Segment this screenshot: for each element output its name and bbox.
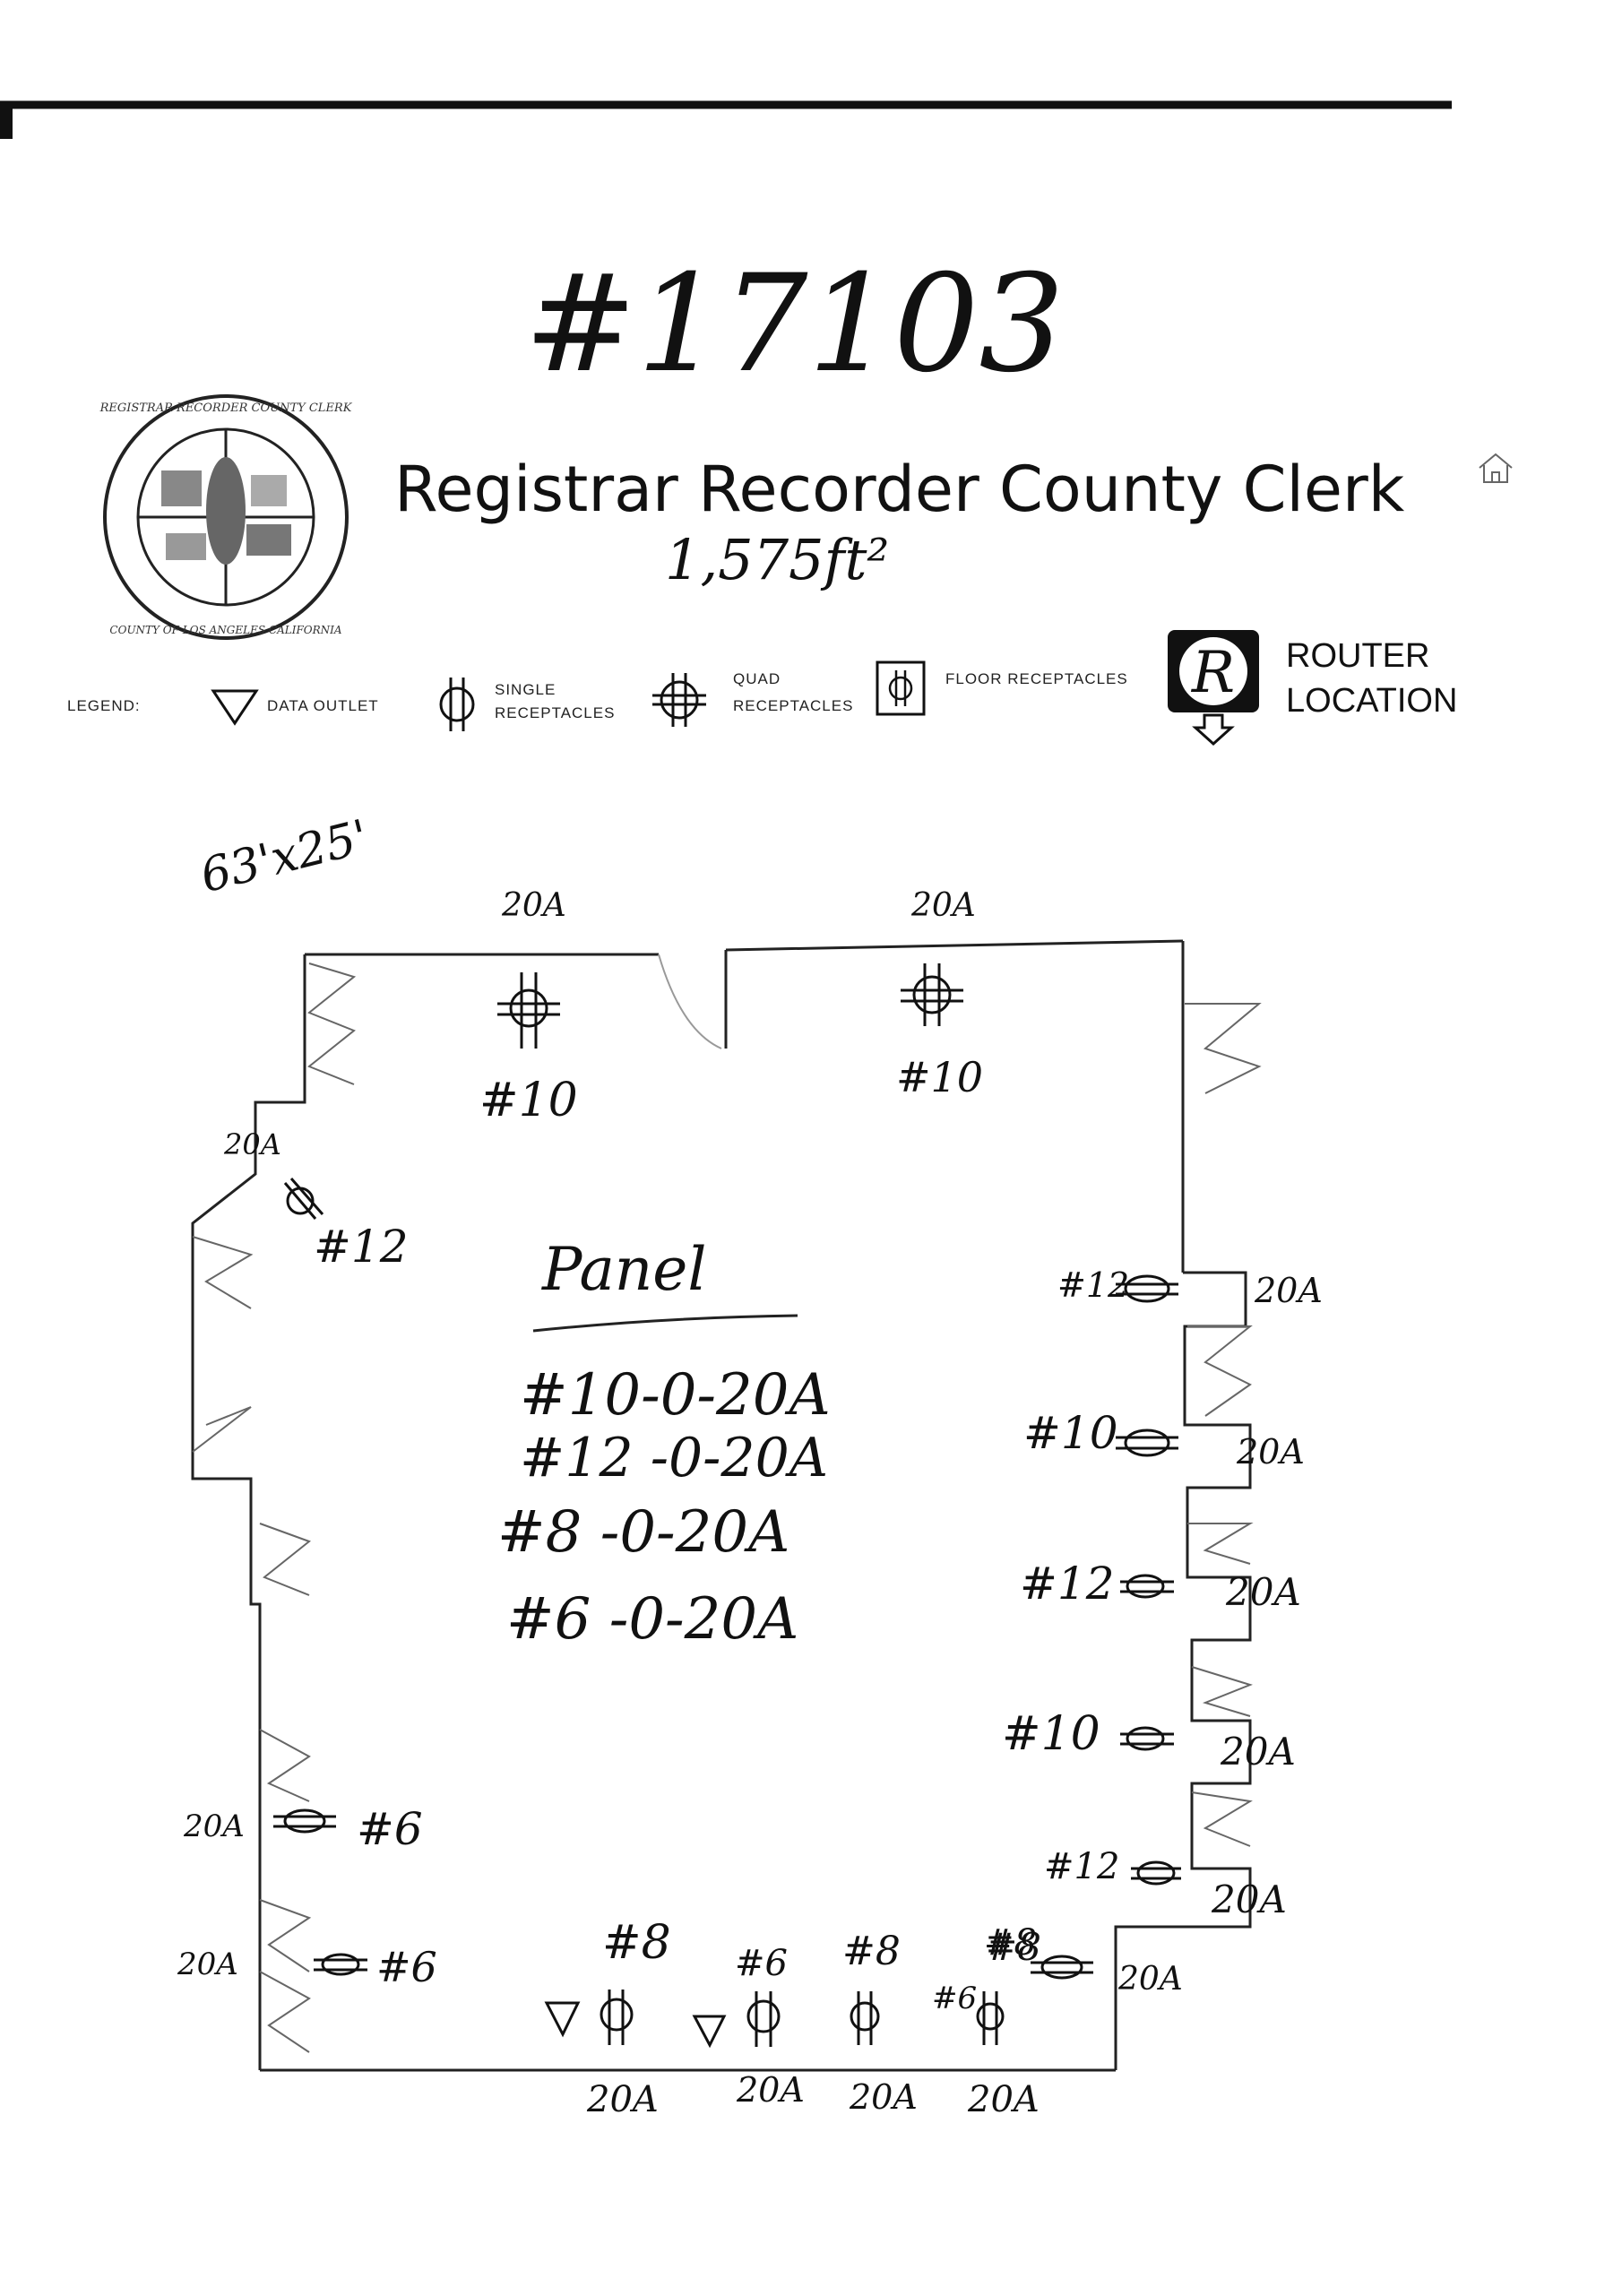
- right-amp-3: 20A: [1226, 1570, 1301, 1614]
- left-lower-amp-1: 20A: [184, 1808, 245, 1844]
- floor-receptacle-legend-icon: [876, 660, 926, 716]
- right-amp-1: 20A: [1255, 1271, 1323, 1310]
- left-lower-num-2: #6: [376, 1943, 437, 1991]
- bottom-amp-4: 20A: [968, 2079, 1040, 2120]
- router-letter: R: [1191, 640, 1235, 706]
- left-lower-receptacles: [273, 1808, 367, 1976]
- left-lower-num-1: #6: [357, 1803, 423, 1855]
- county-seal-logo: REGISTRAR RECORDER COUNTY CLERK COUNTY O…: [99, 394, 353, 640]
- seal-text-top: REGISTRAR RECORDER COUNTY CLERK: [99, 401, 353, 415]
- right-num-5: #12: [1044, 1846, 1120, 1887]
- quad-receptacle-top-right: [901, 963, 963, 1026]
- top-amp-left: 20A: [502, 887, 566, 924]
- quad-receptacle-top-left: [497, 972, 560, 1049]
- right-num-2: #10: [1023, 1407, 1118, 1459]
- page-title: Registrar Recorder County Clerk: [394, 453, 1405, 526]
- panel-line-3: #8 -0-20A: [497, 1499, 790, 1566]
- document-number: #17103: [524, 246, 1065, 402]
- right-num-3: #12: [1020, 1558, 1115, 1610]
- legend-quad-line2: RECEPTACLES: [733, 697, 854, 714]
- receptacle-left-upper: [283, 1178, 324, 1220]
- right-num-4: #10: [1002, 1707, 1100, 1761]
- legend-label: LEGEND:: [67, 697, 141, 714]
- legend-floor: FLOOR RECEPTACLES: [945, 670, 1128, 687]
- bottom-num-5: #6: [932, 1981, 978, 2016]
- legend-single-line1: SINGLE: [495, 681, 556, 698]
- right-amp-4: 20A: [1221, 1730, 1296, 1774]
- right-amp-5: 20A: [1212, 1877, 1287, 1921]
- panel-line-2: #12 -0-20A: [520, 1427, 829, 1489]
- right-amp-2: 20A: [1237, 1432, 1305, 1472]
- router-location-legend-icon: R: [1168, 630, 1259, 747]
- right-side-receptacles: [1031, 1274, 1181, 1980]
- area-label: 1,575ft²: [665, 527, 890, 592]
- right-num-6: #8: [986, 1925, 1041, 1969]
- bottom-amp-1: 20A: [587, 2079, 659, 2120]
- left-upper-amp: 20A: [224, 1127, 281, 1161]
- single-receptacle-legend-icon: [439, 678, 475, 731]
- bottom-num-1: #8: [602, 1916, 671, 1970]
- legend-single-line2: RECEPTACLES: [495, 704, 616, 721]
- legend-quad-line1: QUAD: [733, 670, 781, 687]
- panel-line-4: #6 -0-20A: [506, 1586, 799, 1653]
- right-num-1: #12: [1057, 1265, 1130, 1305]
- quad-receptacle-legend-icon: [652, 673, 706, 727]
- home-icon: [1479, 453, 1513, 483]
- left-upper-num: #12: [314, 1221, 409, 1273]
- data-outlet-legend-icon: [211, 689, 259, 726]
- bottom-amp-3: 20A: [850, 2077, 918, 2117]
- bottom-amp-2: 20A: [737, 2070, 805, 2110]
- panel-line-1: #10-0-20A: [520, 1362, 831, 1429]
- top-amp-right: 20A: [911, 887, 976, 924]
- left-lower-amp-2: 20A: [177, 1946, 238, 1982]
- panel-title: Panel: [542, 1235, 707, 1304]
- top-num-right: #10: [896, 1053, 984, 1101]
- bottom-num-2: #6: [735, 1943, 788, 1984]
- seal-text-bottom: COUNTY OF LOS ANGELES CALIFORNIA: [109, 624, 341, 636]
- legend-router-line1: ROUTER: [1286, 637, 1430, 675]
- top-border: [0, 100, 1452, 139]
- legend-router-line2: LOCATION: [1286, 682, 1458, 720]
- right-amp-6: 20A: [1118, 1961, 1183, 1998]
- bottom-outlets: [544, 1990, 1005, 2049]
- top-num-left: #10: [479, 1074, 578, 1127]
- legend-data-outlet: DATA OUTLET: [267, 697, 379, 714]
- bottom-num-4: #8: [984, 1922, 1037, 1964]
- bottom-num-3: #8: [842, 1929, 901, 1974]
